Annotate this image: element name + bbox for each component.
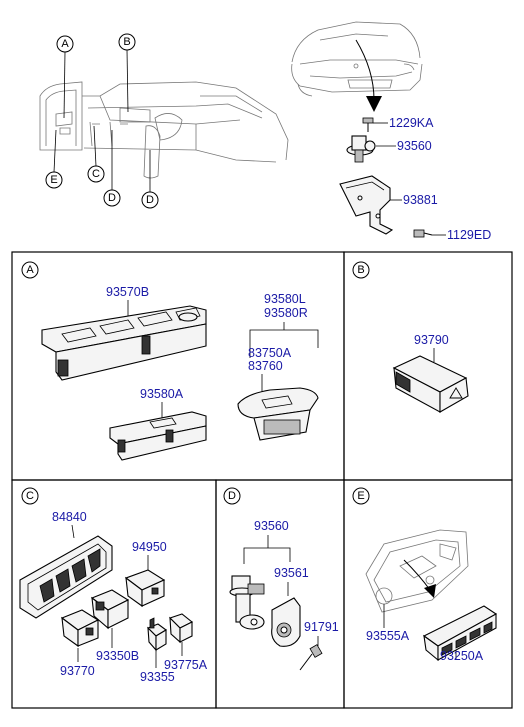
screw-1229KA: 1229KA <box>362 116 434 132</box>
svg-text:E: E <box>357 490 364 502</box>
label-93790: 93790 <box>414 333 449 347</box>
switch-93355 <box>147 617 167 652</box>
switch-93350B <box>90 589 130 630</box>
label-93775A: 93775A <box>164 658 208 672</box>
sensor-93560: 93560 <box>346 135 432 163</box>
door-sensor-93560 <box>229 575 265 630</box>
svg-text:B: B <box>123 36 130 48</box>
panel-e-frame <box>343 479 513 709</box>
bolt-1129ED: 1129ED <box>413 228 491 242</box>
label-93770: 93770 <box>60 664 95 678</box>
door-sensor-bracket-93561 <box>271 597 301 647</box>
callout-d-1: D <box>103 130 121 207</box>
label-d-93560: 93560 <box>254 519 289 533</box>
switch-module-93250A <box>422 605 498 662</box>
svg-text:93881: 93881 <box>403 193 438 207</box>
label-93580R: 93580R <box>264 306 308 320</box>
label-93580L: 93580L <box>264 292 306 306</box>
callout-a: A <box>56 35 74 119</box>
svg-text:1229KA: 1229KA <box>389 116 434 130</box>
svg-text:1129ED: 1129ED <box>447 228 491 242</box>
svg-text:A: A <box>26 264 34 276</box>
callout-e: E <box>45 129 63 189</box>
label-83760: 83760 <box>248 359 283 373</box>
svg-text:C: C <box>92 168 100 180</box>
switch-93580A <box>109 411 207 461</box>
svg-text:E: E <box>50 174 57 186</box>
screw-91791: 91791 <box>299 620 339 671</box>
switch-pointer-arrow <box>403 559 436 598</box>
label-93580A: 93580A <box>140 387 184 401</box>
svg-text:A: A <box>61 38 69 50</box>
label-93250A: 93250A <box>440 649 484 663</box>
svg-text:D: D <box>108 192 116 204</box>
label-93555A: 93555A <box>366 629 410 643</box>
panel-a-callout: A <box>21 261 39 279</box>
bracket-93881: 93881 <box>339 175 438 235</box>
door-trim-illustration <box>365 529 469 613</box>
switch-94950 <box>124 569 166 608</box>
svg-text:B: B <box>357 264 364 276</box>
switch-93775A <box>168 613 194 644</box>
label-93350B: 93350B <box>96 649 139 663</box>
svg-text:D: D <box>146 194 154 206</box>
hazard-switch-93790 <box>392 355 469 413</box>
switch-93770 <box>60 609 100 648</box>
panel-b-callout: B <box>352 261 370 279</box>
panel-e-callout: E <box>352 487 370 505</box>
label-84840: 84840 <box>52 510 87 524</box>
master-window-switch-93570B <box>41 305 207 381</box>
panel-d-callout: D <box>223 487 241 505</box>
location-arrow <box>355 39 382 112</box>
panel-c-callout: C <box>21 487 39 505</box>
callout-b: B <box>118 33 136 113</box>
car-interior-illustration <box>39 81 289 179</box>
car-front-illustration <box>291 21 423 97</box>
svg-text:91791: 91791 <box>304 620 339 634</box>
callout-d-2: D <box>141 150 159 209</box>
svg-text:D: D <box>228 490 236 502</box>
svg-text:93560: 93560 <box>397 139 432 153</box>
switch-panel-84840 <box>19 535 113 619</box>
label-94950: 94950 <box>132 540 167 554</box>
label-83750A: 83750A <box>248 346 292 360</box>
label-93561: 93561 <box>274 566 309 580</box>
callout-c: C <box>87 125 105 183</box>
label-93570B: 93570B <box>106 285 149 299</box>
svg-text:C: C <box>26 490 34 502</box>
switch-93580L-R <box>237 387 319 441</box>
label-93355: 93355 <box>140 670 175 684</box>
